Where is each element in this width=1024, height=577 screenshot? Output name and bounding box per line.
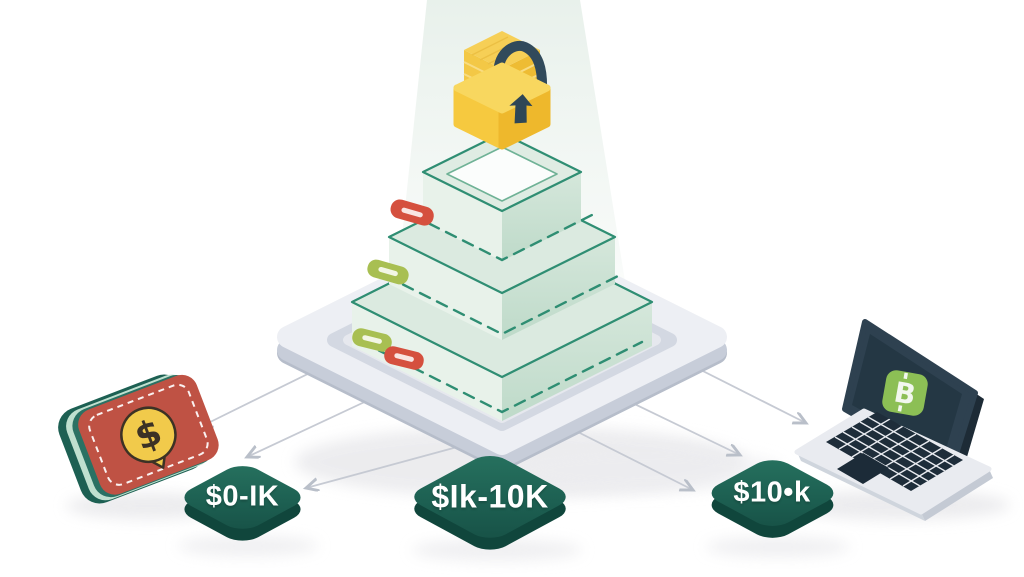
arrow-to-range-3b <box>559 422 693 490</box>
range-plate-10k-plus: $10•k <box>701 454 843 545</box>
tier-1-dashed-line <box>410 213 594 262</box>
range-plate-1k-10k-label: $Ik-10K <box>431 478 549 515</box>
tier-tag-green-1 <box>367 259 409 285</box>
dollar-coin: $ <box>120 406 177 469</box>
keyhole-arrow <box>509 94 533 124</box>
padlock <box>453 31 551 150</box>
padlock-body <box>453 62 551 150</box>
tier-tag-red-1 <box>390 199 434 226</box>
lock-pedestal <box>446 146 558 202</box>
wallet: $ <box>58 374 219 504</box>
range-plate-0-1k: $0-IK <box>175 461 310 549</box>
laptop-trackpad <box>837 453 889 484</box>
range-plate-0-1k-label: $0-IK <box>205 480 280 513</box>
laptop-keyboard <box>826 412 963 491</box>
laptop: B <box>794 319 993 521</box>
crypto-app-icon: B <box>882 370 928 416</box>
wallet-stitching <box>88 383 209 486</box>
arrow-to-laptop <box>684 361 806 423</box>
tier-2-dashed-line <box>384 274 620 336</box>
tier-tag-red-2 <box>384 346 424 370</box>
laptop-base-right <box>921 469 993 521</box>
vault-tier-1 <box>410 131 594 262</box>
tier-tag-green-2 <box>352 328 392 352</box>
padlock-shackle <box>493 40 548 97</box>
range-plate-10k-plus-label: $10•k <box>733 476 811 509</box>
tier-3-dashed-line <box>360 340 644 414</box>
arrow-to-range-3 <box>617 395 740 455</box>
range-plate-1k-10k: $Ik-10K <box>405 451 575 557</box>
